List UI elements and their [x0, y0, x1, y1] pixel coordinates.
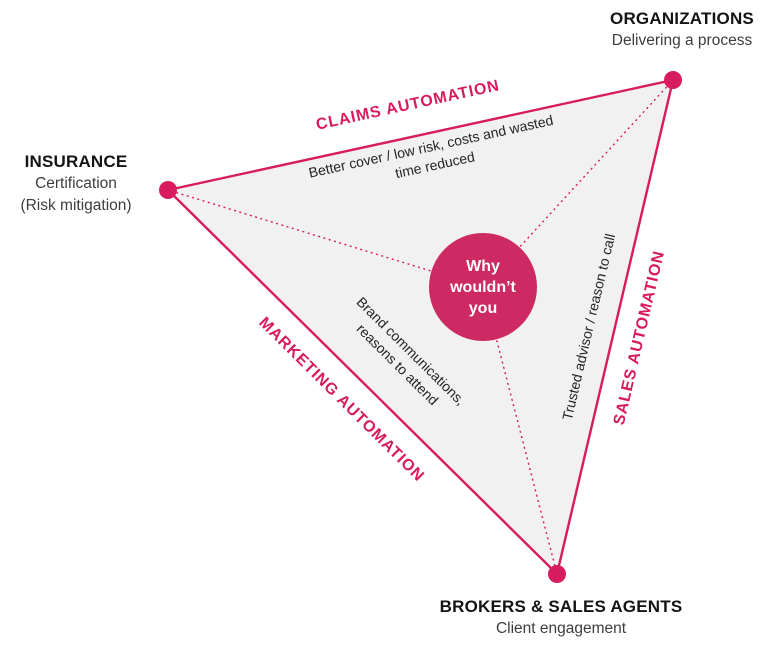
insurance-subtitle-line1: Certification [35, 175, 117, 192]
insurance-title: INSURANCE [24, 152, 128, 171]
triangle-shape [166, 78, 675, 576]
center-circle-why-wouldnt-you: Why wouldn’t you [429, 233, 537, 341]
node-brokers: BROKERS & SALES AGENTS Client engagement [431, 596, 691, 640]
node-organizations: ORGANIZATIONS Delivering a process [597, 8, 766, 52]
center-circle-line2: wouldn’t [450, 278, 516, 296]
node-insurance: INSURANCE Certification (Risk mitigation… [0, 151, 154, 217]
vertex-dot-organizations [664, 71, 682, 89]
vertex-dot-insurance [159, 181, 177, 199]
organizations-subtitle: Delivering a process [611, 32, 753, 49]
vertex-dot-brokers [548, 565, 566, 583]
insurance-subtitle-line2: (Risk mitigation) [20, 197, 132, 214]
organizations-title: ORGANIZATIONS [610, 9, 754, 28]
brokers-title: BROKERS & SALES AGENTS [439, 597, 683, 616]
brokers-subtitle: Client engagement [495, 620, 627, 637]
center-circle-line3: you [468, 299, 498, 317]
center-circle-line1: Why [466, 257, 500, 275]
